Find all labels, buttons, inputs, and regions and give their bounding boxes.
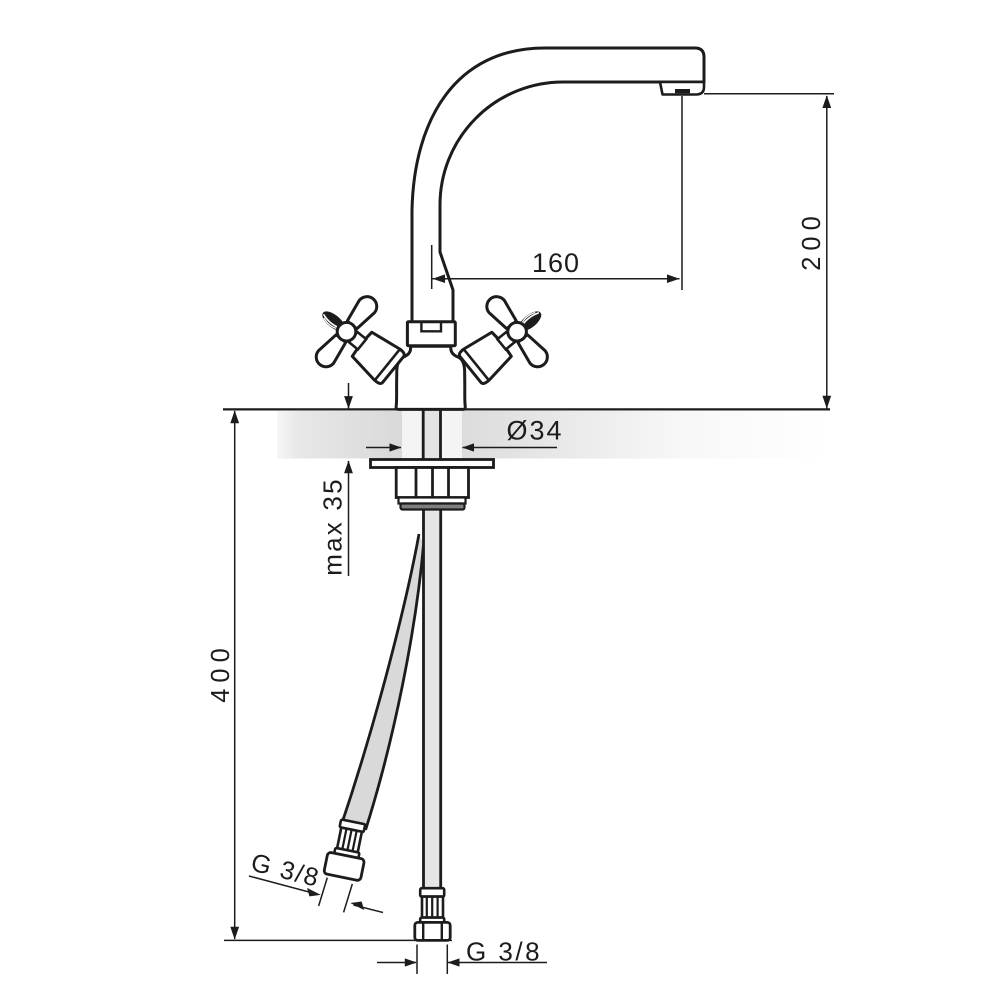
svg-text:max 35: max 35 (318, 477, 348, 575)
svg-text:400: 400 (207, 642, 235, 703)
svg-text:200: 200 (798, 210, 826, 271)
svg-text:160: 160 (532, 248, 580, 278)
svg-text:G 3/8: G 3/8 (466, 937, 542, 967)
svg-text:Ø34: Ø34 (506, 416, 563, 446)
